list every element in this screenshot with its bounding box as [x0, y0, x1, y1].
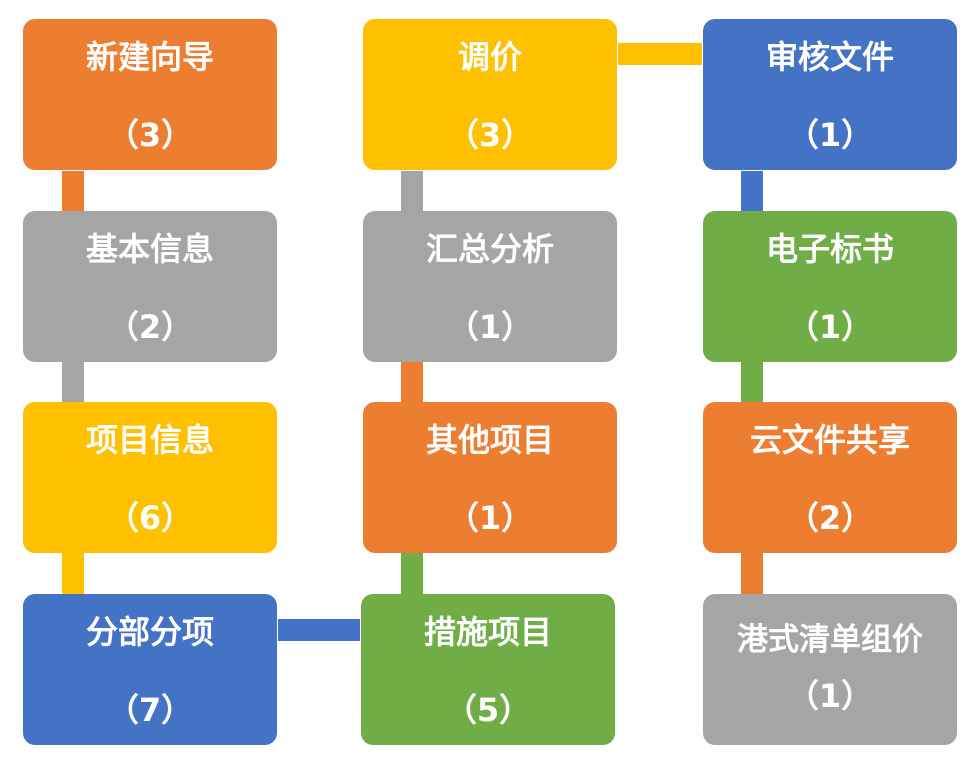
connector-cloud-share-hk-pricing: [741, 553, 763, 594]
node-count: （7）: [106, 691, 194, 729]
node-sub-items: 分部分项 （7）: [23, 594, 277, 745]
node-count: （6）: [106, 499, 194, 537]
node-summary: 汇总分析 （1）: [363, 211, 617, 362]
connector-review-e-bid: [741, 171, 763, 211]
connector-price-adjust-review: [618, 43, 702, 65]
node-label: 分部分项: [85, 613, 214, 651]
node-basic-info: 基本信息 （2）: [23, 211, 277, 362]
node-label: 其他项目: [425, 421, 554, 459]
node-count: （1）: [446, 499, 534, 537]
node-count: （3）: [106, 116, 194, 154]
node-count: （3）: [446, 116, 534, 154]
node-other-items: 其他项目 （1）: [363, 402, 617, 553]
connector-project-info-sub-items: [62, 553, 84, 594]
node-count: （1）: [446, 308, 534, 346]
connector-summary-price-adjust: [401, 171, 423, 211]
connector-basic-info-project-info: [62, 362, 84, 402]
connector-other-items-summary: [401, 362, 423, 402]
node-project-info: 项目信息 （6）: [23, 402, 277, 553]
node-count: （2）: [106, 308, 194, 346]
node-label: 新建向导: [85, 38, 214, 76]
node-measures: 措施项目 （5）: [361, 594, 615, 745]
node-hk-pricing: 港式清单组价 （1）: [703, 594, 957, 745]
node-cloud-share: 云文件共享 （2）: [703, 402, 957, 553]
connector-measures-other-items: [401, 553, 423, 594]
node-label: 港式清单组价: [737, 622, 923, 658]
node-e-bid: 电子标书 （1）: [703, 211, 957, 362]
connector-wizard-basic-info: [62, 171, 84, 211]
node-label: 调价: [457, 38, 522, 76]
node-label: 电子标书: [765, 230, 894, 268]
node-count: （2）: [786, 499, 874, 537]
node-count: （1）: [786, 677, 874, 715]
node-label: 审核文件: [765, 38, 894, 76]
node-wizard: 新建向导 （3）: [23, 19, 277, 170]
node-count: （5）: [444, 691, 532, 729]
node-label: 云文件共享: [749, 421, 910, 459]
node-label: 项目信息: [85, 421, 214, 459]
node-price-adjust: 调价 （3）: [363, 19, 617, 170]
node-label: 措施项目: [423, 613, 552, 651]
connector-e-bid-cloud-share: [741, 362, 763, 402]
node-label: 基本信息: [85, 230, 214, 268]
node-count: （1）: [786, 308, 874, 346]
node-label: 汇总分析: [425, 230, 554, 268]
node-count: （1）: [786, 116, 874, 154]
node-review: 审核文件 （1）: [703, 19, 957, 170]
connector-sub-items-measures: [278, 619, 360, 641]
